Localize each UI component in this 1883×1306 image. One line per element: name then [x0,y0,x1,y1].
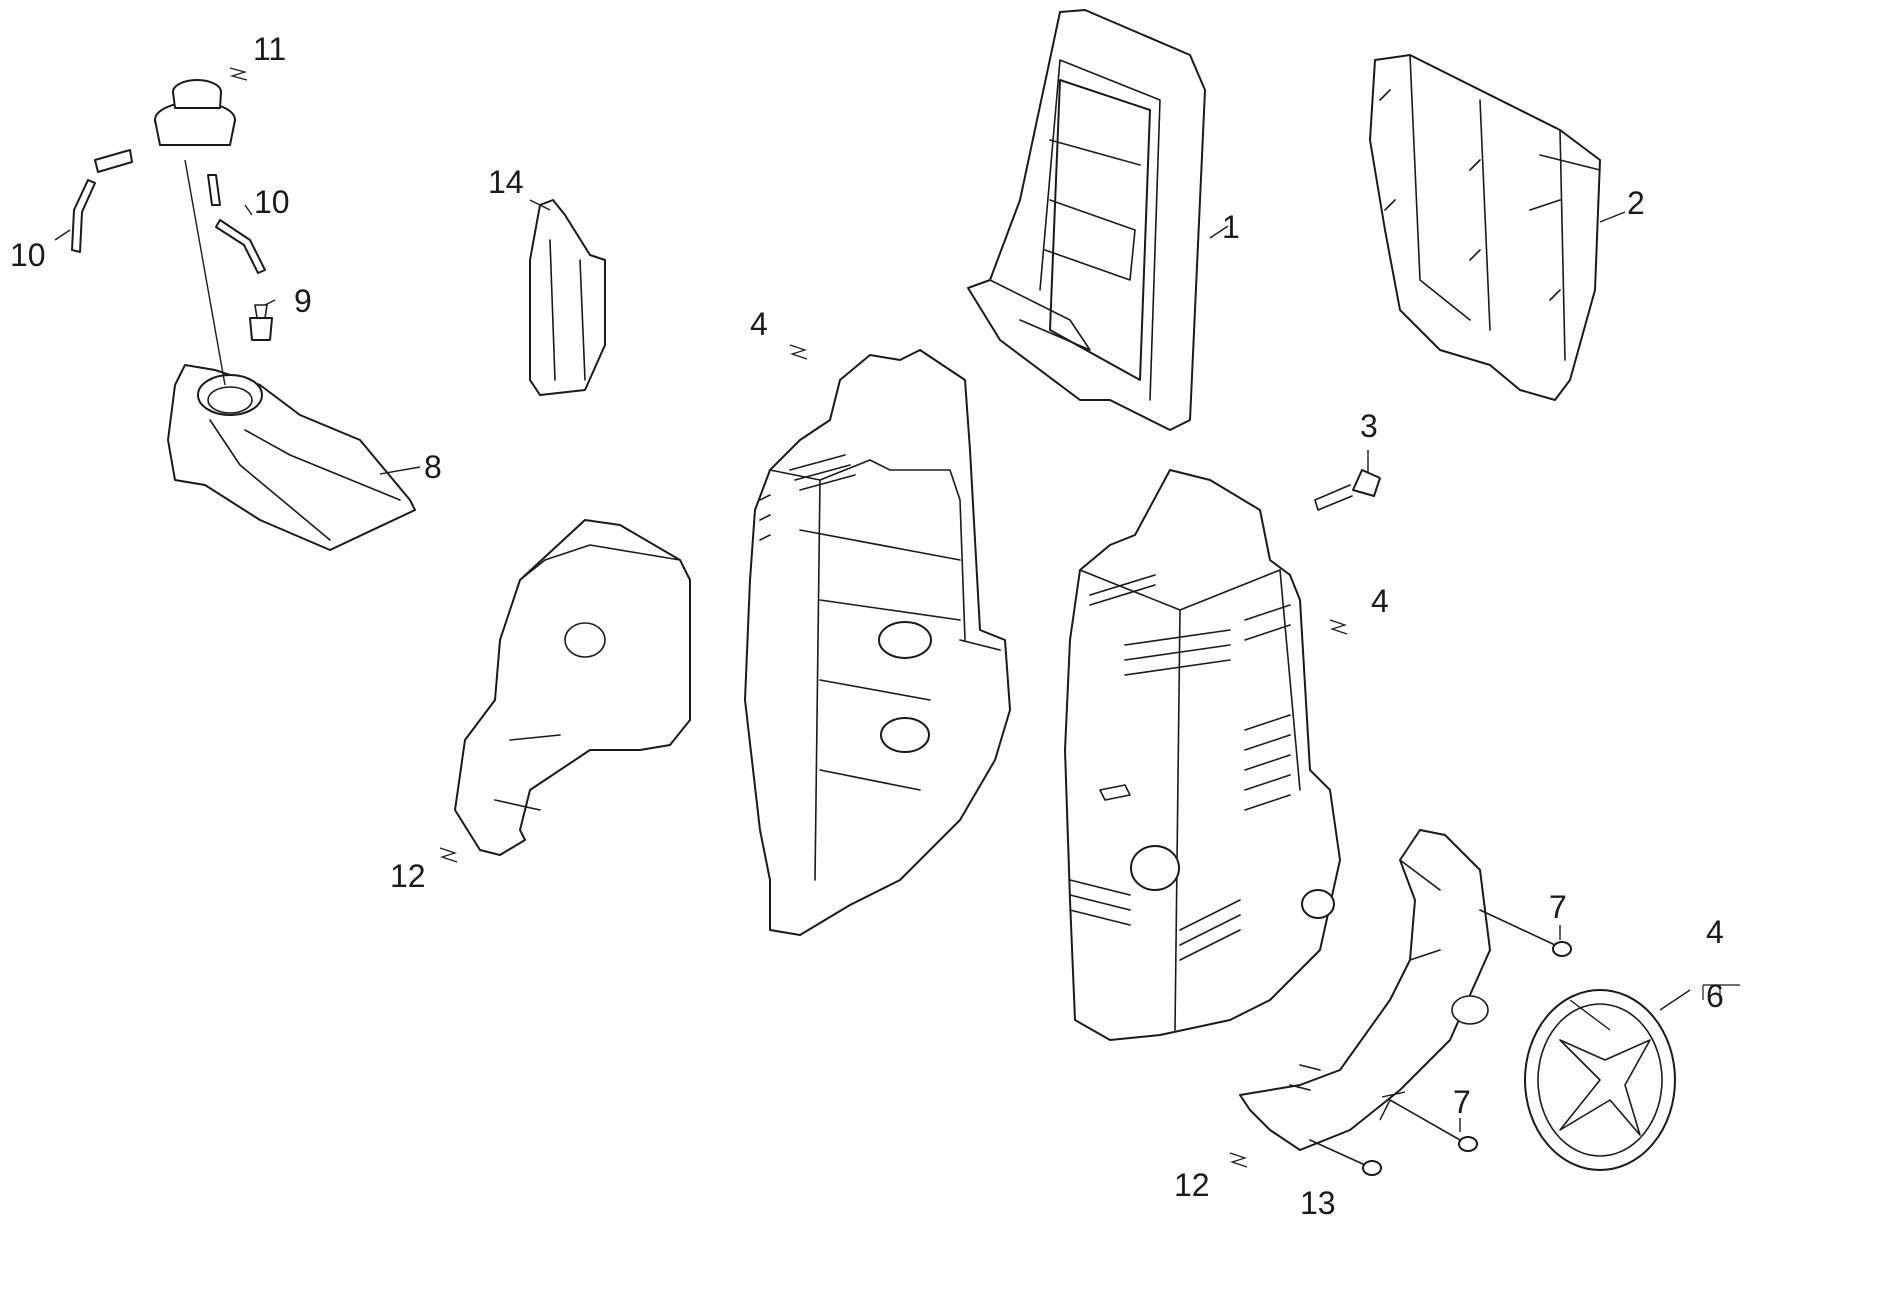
part-housing-left-half [744,349,1011,936]
leader-lines [54,159,1691,1132]
callout-11: 11 [253,31,286,67]
callout-14: 14 [488,164,524,200]
callout-4-center: 4 [750,306,768,342]
callout-7-lower: 7 [1453,1084,1471,1120]
part-filter [249,304,273,341]
callout-12-left: 12 [390,858,426,894]
callout-6: 6 [1706,978,1724,1014]
callout-12-right: 12 [1174,1167,1210,1203]
part-side-cover-left [454,519,691,856]
callout-labels: 1 2 3 4 4 4 6 7 7 8 9 10 10 11 12 12 13 … [10,31,1724,1221]
part-hose-right [207,174,266,274]
part-tank-cap [154,79,236,146]
callout-4-right: 4 [1371,583,1389,619]
callout-7-upper: 7 [1549,889,1567,925]
callout-10-right: 10 [254,184,290,220]
callout-4-wheel: 4 [1706,914,1724,950]
callout-10-left: 10 [10,237,46,273]
callout-2: 2 [1627,185,1645,221]
callout-1: 1 [1222,209,1240,245]
part-screw-7-upper [1479,909,1572,957]
part-handle-frame [967,9,1206,431]
callout-8: 8 [424,449,442,485]
part-gun-holder [529,199,606,396]
part-wheel [1524,989,1676,1171]
part-screw-13 [1309,1139,1382,1176]
break-glyphs [229,67,1740,1168]
callout-9: 9 [294,283,312,319]
part-housing-right-half [1064,469,1341,1041]
callout-3: 3 [1360,408,1378,444]
part-hose-left [71,149,133,253]
part-screw-7-lower [1389,1099,1478,1152]
part-detergent-tank [167,364,416,551]
callout-13: 13 [1300,1185,1336,1221]
part-screw-3 [1314,469,1381,511]
part-foot-bracket [1239,829,1491,1151]
part-rear-cover [1369,54,1601,401]
